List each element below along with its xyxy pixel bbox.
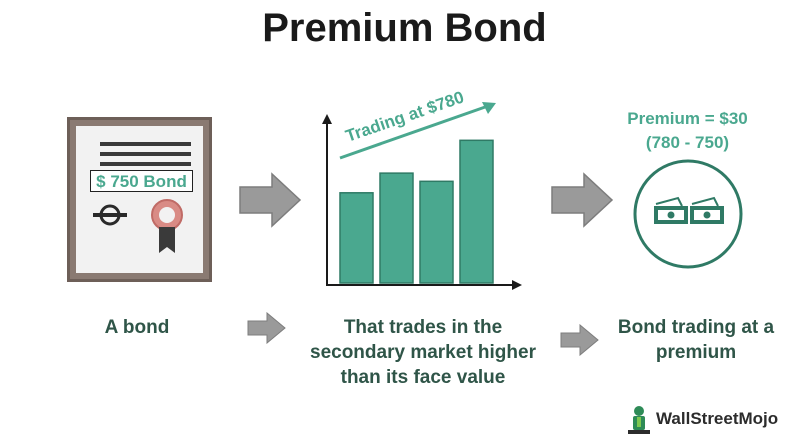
caption-line: A bond xyxy=(104,317,170,338)
chart-bar xyxy=(379,172,414,284)
caption-line: That trades in the xyxy=(343,317,503,338)
caption-step2: That trades in the secondary market high… xyxy=(298,315,548,390)
cash-icon xyxy=(633,159,743,269)
certificate-icon xyxy=(67,117,212,282)
arrow-right-icon xyxy=(551,172,614,228)
certificate-line xyxy=(100,162,191,166)
caption-line: Bond trading at a xyxy=(617,317,775,338)
caption-step3: Bond trading at a premium xyxy=(606,315,786,365)
premium-amount: Premium = $30 xyxy=(627,109,748,128)
brand-name: WallStreetMojo xyxy=(656,409,779,428)
chart-bar xyxy=(339,192,374,284)
seal-icon xyxy=(93,199,183,253)
caption-line: premium xyxy=(655,342,737,363)
certificate-line xyxy=(100,142,191,146)
bond-face-value-label: $ 750 Bond xyxy=(90,170,193,192)
trading-annotation: Trading at $780 xyxy=(343,90,466,146)
caption-line: than its face value xyxy=(340,367,506,388)
arrow-right-icon xyxy=(560,324,599,356)
arrow-right-icon xyxy=(247,312,286,344)
page-title: Premium Bond xyxy=(262,6,547,50)
chart-bar xyxy=(419,180,454,284)
chart-bar xyxy=(459,139,494,284)
brand-logo-icon xyxy=(628,406,650,434)
premium-calculation: (780 - 750) xyxy=(645,133,730,152)
certificate-line xyxy=(100,152,191,156)
caption-line: secondary market higher xyxy=(310,342,536,363)
certificate-paper xyxy=(76,126,203,273)
bar-chart-icon: Trading at $780 xyxy=(322,90,522,290)
arrow-right-icon xyxy=(239,172,302,228)
caption-step1: A bond xyxy=(62,315,212,340)
